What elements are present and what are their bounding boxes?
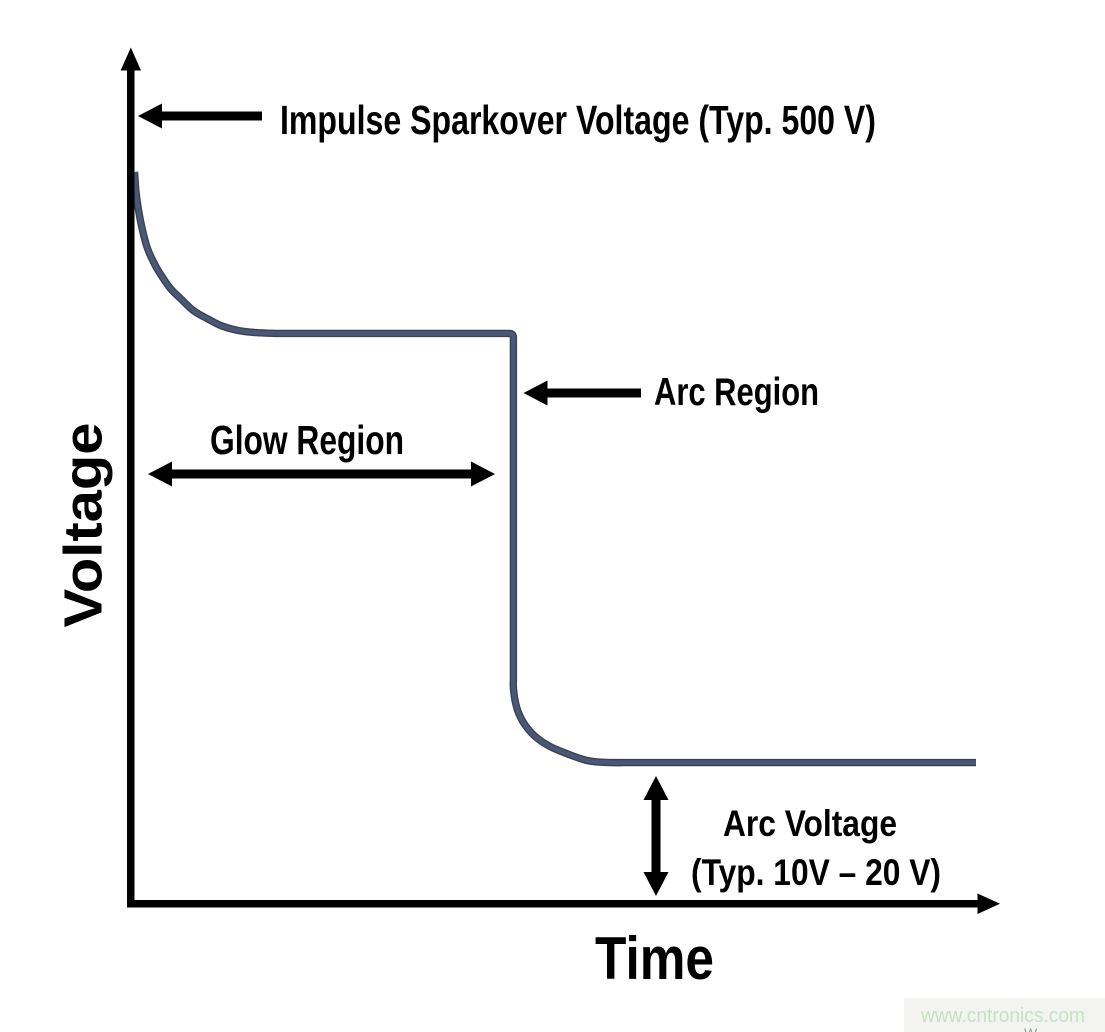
- svg-text:www.cntronics.com: www.cntronics.com: [920, 1005, 1085, 1027]
- svg-text:W: W: [1024, 1025, 1038, 1032]
- svg-text:(Typ. 10V – 20 V): (Typ. 10V – 20 V): [691, 852, 941, 893]
- svg-text:Impulse Sparkover Voltage (Typ: Impulse Sparkover Voltage (Typ. 500 V): [280, 97, 876, 143]
- svg-text:Time: Time: [595, 925, 714, 992]
- svg-text:Arc Voltage: Arc Voltage: [723, 803, 897, 844]
- svg-text:Voltage: Voltage: [55, 423, 114, 628]
- svg-text:Glow Region: Glow Region: [210, 417, 404, 463]
- svg-text:Arc Region: Arc Region: [654, 371, 819, 414]
